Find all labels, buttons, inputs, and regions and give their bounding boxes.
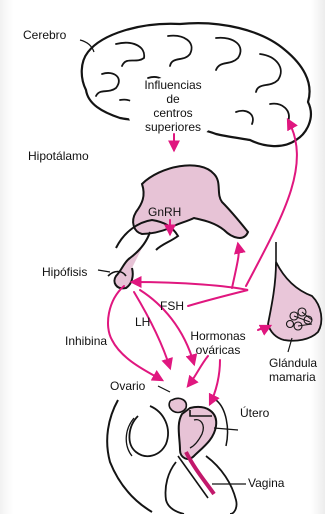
label-hipotalamo: Hipotálamo	[28, 149, 89, 163]
label-influencias-line2: de	[126, 92, 220, 106]
label-vagina: Vagina	[248, 476, 284, 490]
label-influencias-line4: superiores	[126, 120, 220, 134]
label-ovario: Ovario	[110, 379, 145, 393]
label-influencias-line1: Influencias	[126, 78, 220, 92]
label-glandula-line1: Glándula	[269, 356, 317, 370]
label-cerebro: Cerebro	[23, 28, 66, 42]
label-fsh: FSH	[160, 299, 184, 313]
hypothalamus-drawing	[108, 165, 248, 288]
label-utero: Útero	[240, 406, 269, 420]
pelvis-drawing	[107, 398, 236, 514]
label-inhibina: Inhibina	[65, 334, 107, 348]
label-hormonas-line2: ováricas	[180, 343, 256, 357]
label-lh: LH	[135, 315, 150, 329]
label-gnrh: GnRH	[148, 205, 181, 219]
label-influencias-line3: centros	[126, 106, 220, 120]
breast-drawing	[268, 242, 321, 341]
label-hormonas-line1: Hormonas	[180, 329, 256, 343]
label-glandula-line2: mamaria	[269, 370, 316, 384]
label-hipofisis: Hipófisis	[42, 265, 87, 279]
